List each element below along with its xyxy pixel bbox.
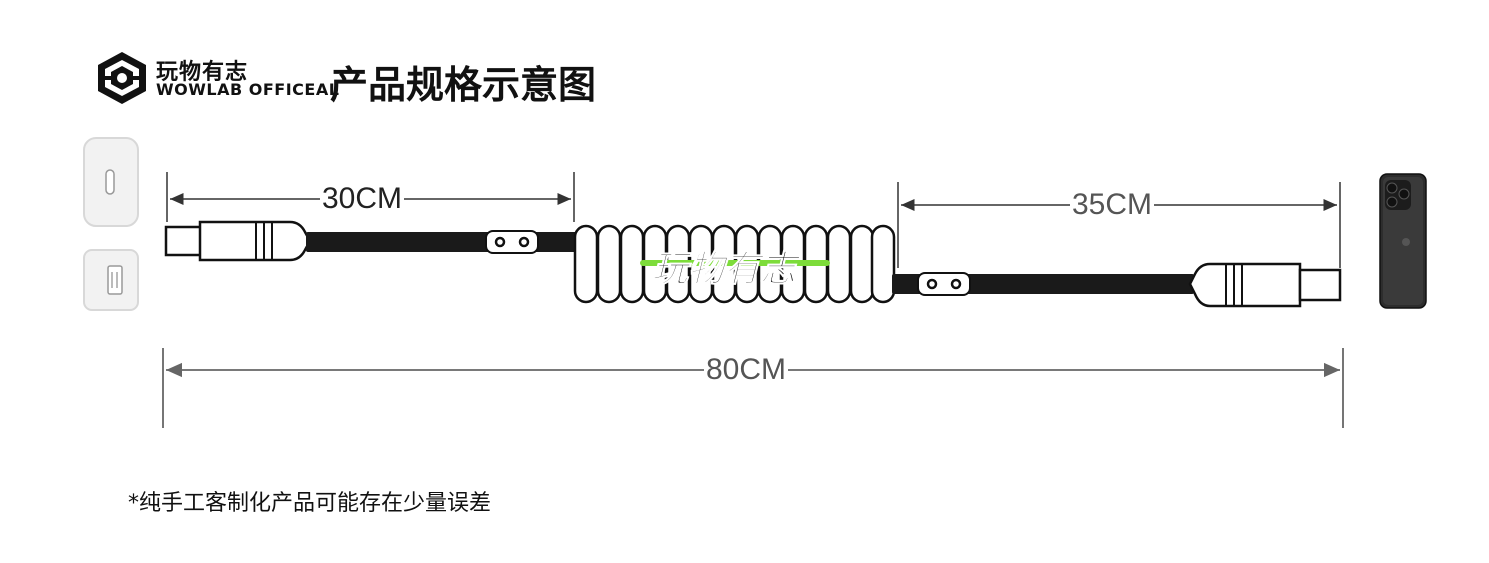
left-connector: [164, 220, 312, 262]
right-connector: [1188, 262, 1342, 308]
watermark-text: 玩物有志: [651, 249, 797, 291]
dimension-label-80cm: 80CM: [704, 353, 789, 387]
dimension-label-30cm: 30CM: [320, 182, 405, 216]
brand-name-cn: 玩物有志: [156, 60, 249, 85]
watermark-accent-bar: [640, 260, 830, 266]
left-straight-cable: [306, 230, 578, 254]
phone-icon: [1379, 173, 1427, 309]
brand-name-en: WOWLAB OFFICEAL: [156, 80, 340, 99]
page-title: 产品规格示意图: [330, 63, 597, 107]
dimension-label-35cm: 35CM: [1070, 188, 1155, 222]
footnote: *纯手工客制化产品可能存在少量误差: [128, 491, 492, 516]
usb-a-port-icon: [83, 249, 139, 311]
right-straight-cable: [892, 272, 1194, 296]
hexagon-logo-icon: [98, 52, 146, 104]
usb-c-port-icon: [83, 137, 139, 227]
